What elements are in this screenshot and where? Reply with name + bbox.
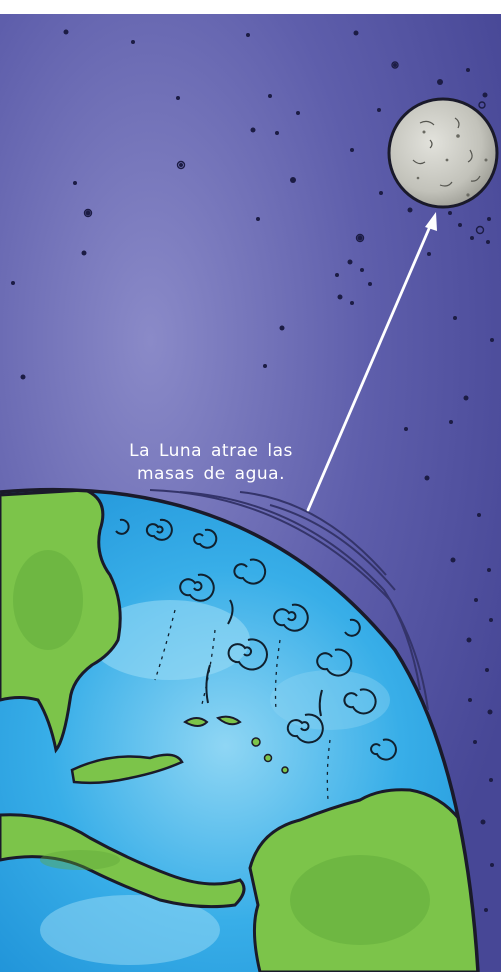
water-swirls <box>115 518 397 761</box>
land-island <box>70 753 184 785</box>
moon-icon <box>387 97 499 209</box>
caption-line-2: masas de agua. <box>137 464 285 484</box>
star-rings <box>83 61 486 243</box>
stars <box>11 29 494 912</box>
arrow-icon <box>306 212 437 512</box>
caption-line-1: La Luna atrae las <box>129 441 293 461</box>
earth-icon <box>0 487 480 972</box>
land-central <box>0 813 246 909</box>
land-north <box>0 489 122 754</box>
current-dashes <box>154 609 331 801</box>
tide-bulge <box>149 489 429 711</box>
caption: La Luna atrae las masas de agua. <box>96 440 326 486</box>
top-border <box>0 0 501 14</box>
land-south <box>248 788 478 972</box>
